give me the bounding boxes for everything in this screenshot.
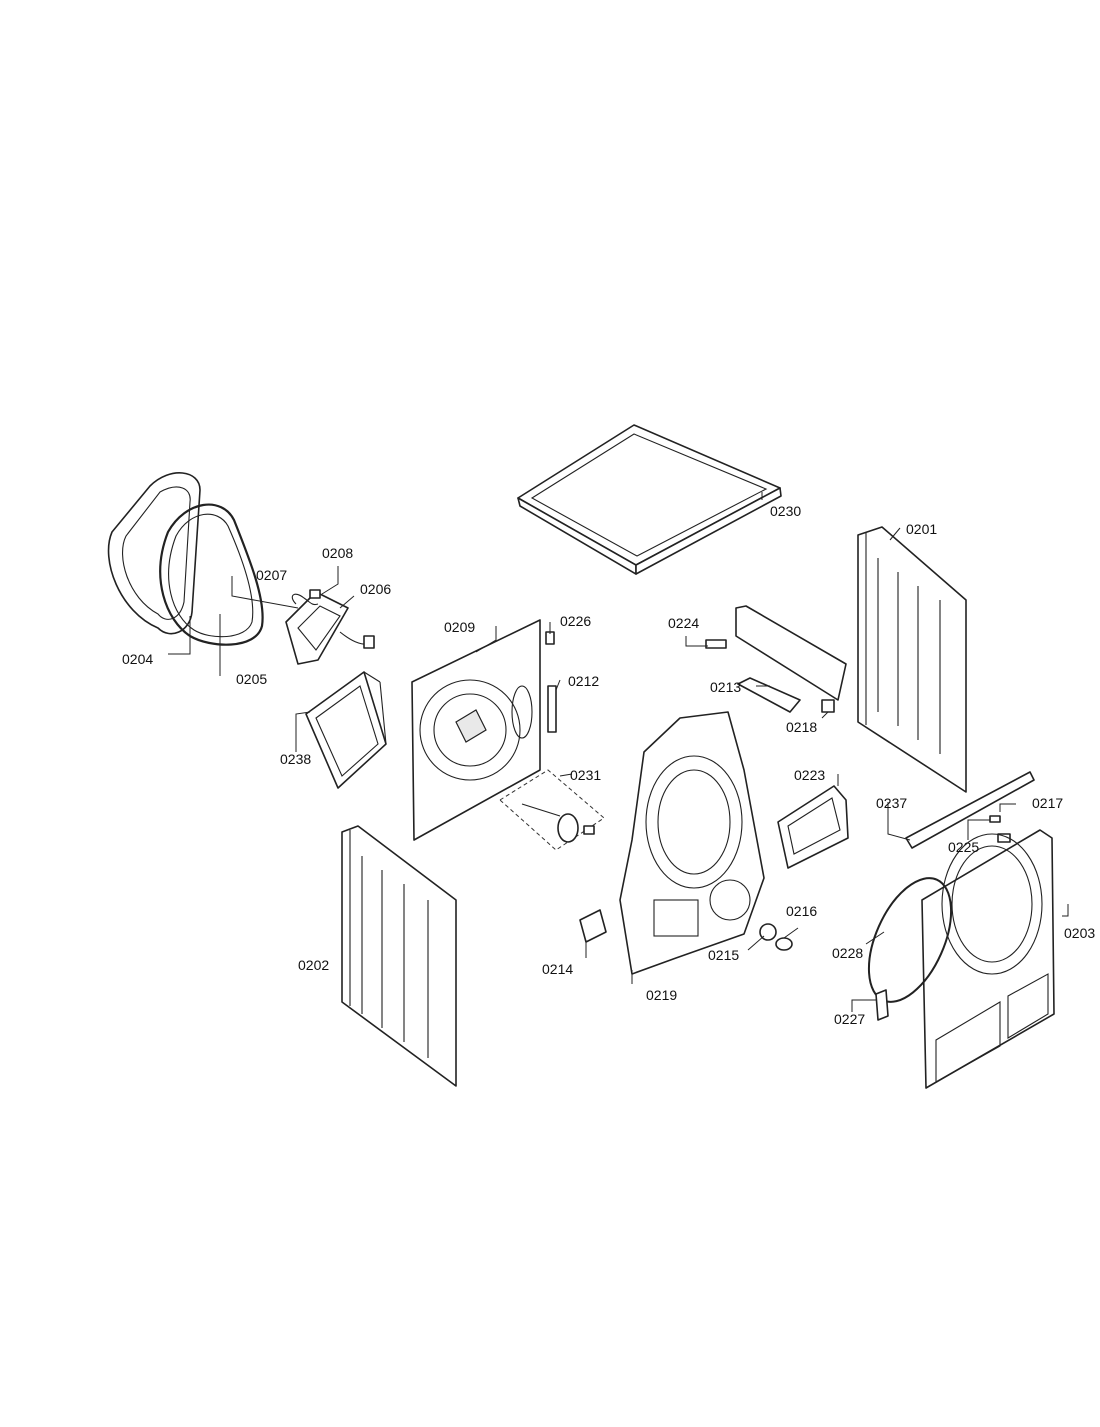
part-0202-side-panel bbox=[341, 825, 457, 1087]
part-0227-hinge bbox=[875, 989, 889, 1021]
label-0227: 0227 bbox=[834, 1011, 865, 1027]
part-0204-door-seal bbox=[107, 472, 201, 635]
label-0230: 0230 bbox=[770, 503, 801, 519]
label-0226: 0226 bbox=[560, 613, 591, 629]
label-0237: 0237 bbox=[876, 795, 907, 811]
label-0224: 0224 bbox=[668, 615, 699, 631]
label-0219: 0219 bbox=[646, 987, 677, 1003]
label-0209: 0209 bbox=[444, 619, 475, 635]
label-0204: 0204 bbox=[122, 651, 153, 667]
label-0231: 0231 bbox=[570, 767, 601, 783]
label-0216: 0216 bbox=[786, 903, 817, 919]
label-0206: 0206 bbox=[360, 581, 391, 597]
label-0208: 0208 bbox=[322, 545, 353, 561]
part-0230-top-cover bbox=[517, 424, 782, 575]
part-0207-wire bbox=[291, 593, 319, 606]
part-0209-rear-panel bbox=[411, 619, 541, 841]
label-0223: 0223 bbox=[794, 767, 825, 783]
part-0208-clip bbox=[309, 589, 321, 599]
part-0218-bracket bbox=[821, 699, 835, 713]
part-0201-side-panel bbox=[857, 526, 967, 793]
part-labels: 0230 0201 0208 0207 0206 0209 0226 0224 … bbox=[122, 503, 1095, 1027]
label-0225: 0225 bbox=[948, 839, 979, 855]
label-0228: 0228 bbox=[832, 945, 863, 961]
part-0205-door-frame bbox=[159, 503, 264, 646]
part-0225-clip bbox=[989, 815, 1001, 823]
leader-lines bbox=[168, 492, 1069, 1012]
part-0216-cap bbox=[775, 937, 793, 951]
label-0201: 0201 bbox=[906, 521, 937, 537]
part-0223-tank-drawer bbox=[777, 785, 849, 869]
label-0213: 0213 bbox=[710, 679, 741, 695]
part-0203-front-panel bbox=[921, 829, 1055, 1089]
label-0217: 0217 bbox=[1032, 795, 1063, 811]
label-0215: 0215 bbox=[708, 947, 739, 963]
part-0213-control-board bbox=[735, 605, 847, 713]
part-0214-latch bbox=[579, 909, 607, 943]
label-0218: 0218 bbox=[786, 719, 817, 735]
part-0206-control-module bbox=[285, 591, 375, 665]
part-0231-shaft-assembly bbox=[499, 769, 605, 851]
part-0219-front-frame bbox=[619, 711, 765, 975]
label-0238: 0238 bbox=[280, 751, 311, 767]
label-0203: 0203 bbox=[1064, 925, 1095, 941]
label-0214: 0214 bbox=[542, 961, 573, 977]
part-0212-rail bbox=[547, 685, 557, 733]
part-0237-trim-strip bbox=[905, 771, 1035, 849]
part-0238-filter-housing bbox=[305, 671, 387, 789]
label-0202: 0202 bbox=[298, 957, 329, 973]
label-0205: 0205 bbox=[236, 671, 267, 687]
part-0224-button bbox=[705, 639, 727, 649]
label-0212: 0212 bbox=[568, 673, 599, 689]
label-0207: 0207 bbox=[256, 567, 287, 583]
